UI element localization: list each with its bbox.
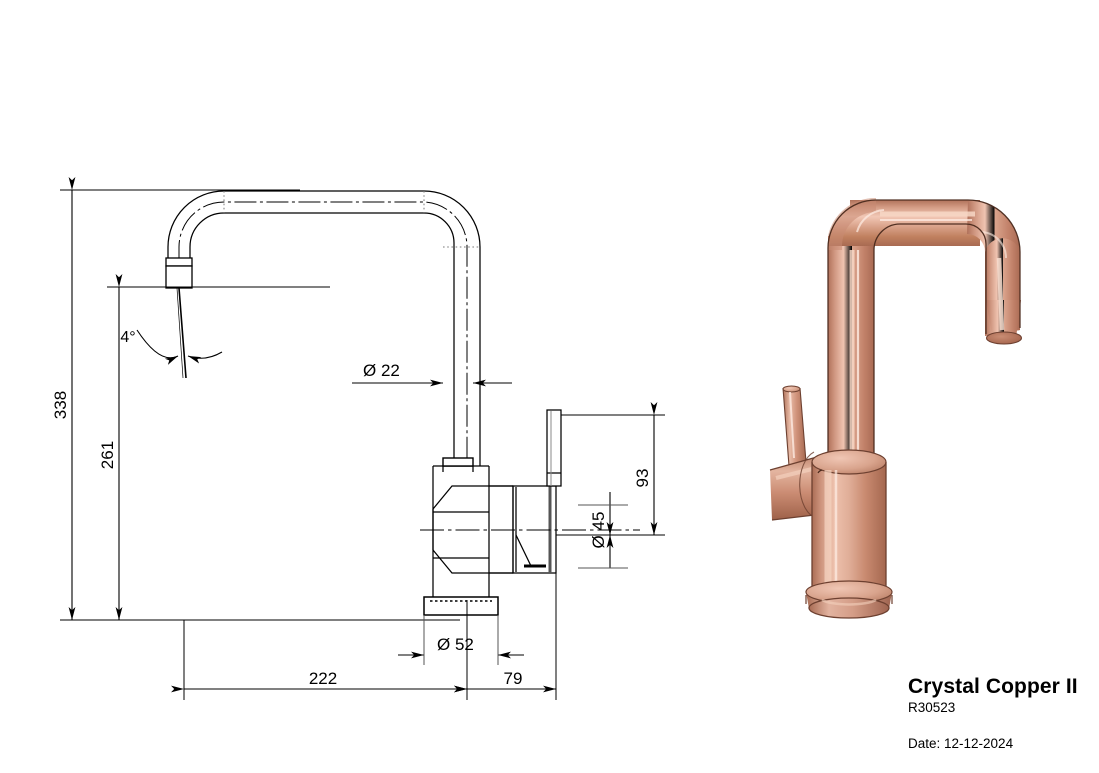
render-body-cap	[811, 449, 887, 475]
elevation-view: 338 261 4° Ø 22	[51, 177, 665, 700]
dimension-spout-diameter: Ø 22	[352, 361, 512, 387]
title-block: Crystal Copper II R30523 Date: 12-12-202…	[908, 675, 1098, 752]
dimension-body-offset-label: 79	[504, 669, 523, 688]
render-outlines	[827, 199, 1021, 610]
base-flange	[423, 596, 499, 616]
dimension-spout-height: 261	[98, 274, 330, 620]
dimension-overall-height: 338	[51, 177, 460, 621]
product-code: R30523	[908, 700, 956, 716]
dimension-base-diameter: Ø 52	[398, 615, 524, 665]
dimension-base-diameter-label: Ø 52	[437, 635, 474, 654]
product-date: Date: 12-12-2024	[908, 735, 1014, 751]
spout-centerline	[178, 201, 468, 600]
render-lever	[783, 388, 806, 466]
dimension-overall-height-label: 338	[51, 391, 70, 419]
dimension-reach: 222	[171, 600, 468, 700]
dimension-spout-diameter-label: Ø 22	[363, 361, 400, 380]
lever-handle	[546, 409, 562, 487]
dimension-reach-value: 222	[309, 669, 337, 688]
dimension-lever-height-label: 93	[633, 469, 652, 488]
dimension-outlet-angle-label: 4°	[120, 329, 135, 346]
render-body	[812, 462, 886, 600]
render-outlet-mouth	[985, 331, 1023, 345]
dimension-spout-height-label: 261	[98, 441, 117, 469]
product-render-copper	[769, 197, 1023, 619]
faucet-outline	[167, 190, 481, 472]
spout-inner-profile	[189, 212, 455, 472]
product-name: Crystal Copper II	[908, 675, 1078, 698]
dimension-outlet-angle: 4°	[120, 329, 223, 365]
outlet-stream-line	[176, 287, 187, 379]
spout-outer-profile	[167, 190, 481, 472]
dimension-body-offset: 79	[454, 573, 557, 700]
aerator-collar	[165, 257, 193, 289]
